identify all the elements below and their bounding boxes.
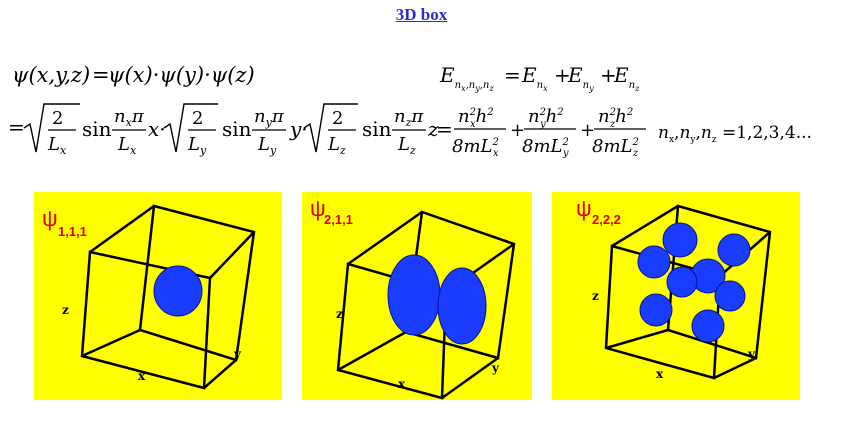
svg-text:Lx: Lx <box>117 134 137 157</box>
svg-text:Ly: Ly <box>187 134 207 157</box>
psi-z-var: z <box>428 118 439 141</box>
svg-text:y: y <box>747 347 756 361</box>
wavefunction-equation: ψ(x,y,z) = ψ(x)·ψ(y)·ψ(z) = 2 Lx sin nxπ… <box>8 63 426 157</box>
psi-product-line: ψ(x,y,z) <box>12 63 90 87</box>
svg-text:2,2,2: 2,2,2 <box>592 212 621 227</box>
svg-text:z: z <box>428 118 439 141</box>
svg-text:Eny: Eny <box>567 63 594 93</box>
svg-text:+: + <box>510 120 525 141</box>
svg-text:=: = <box>504 63 521 87</box>
svg-text:Enx: Enx <box>521 63 548 93</box>
svg-text:=: = <box>436 117 453 141</box>
psi-expansion-line: = 2 Lx sin nxπ Lx x· 2 Ly sin nyπ Ly y· … <box>8 103 426 157</box>
svg-text:Enx,ny,nz: Enx,ny,nz <box>439 63 494 93</box>
svg-text:ψ: ψ <box>310 196 326 221</box>
svg-text:nzπ: nzπ <box>394 106 424 129</box>
svg-text:ψ: ψ <box>576 196 592 221</box>
svg-text:sin: sin <box>82 117 112 141</box>
orbital-lobes <box>637 222 751 343</box>
svg-text:x: x <box>138 369 146 383</box>
svg-text:y: y <box>233 347 242 361</box>
svg-text:Lz: Lz <box>397 134 416 157</box>
svg-text:=: = <box>92 63 110 87</box>
svg-text:2: 2 <box>192 108 203 129</box>
panel-subscript: 1,1,1 <box>58 224 87 239</box>
svg-text:nxπ: nxπ <box>114 106 145 129</box>
orbital-lobe <box>153 265 203 317</box>
panel-psi-111: ψ 1,1,1 z x y <box>34 192 282 400</box>
svg-text:x·: x· <box>148 117 166 141</box>
svg-text:+: + <box>554 63 571 87</box>
page-title[interactable]: 3D box <box>395 5 448 24</box>
svg-text:z: z <box>336 307 343 321</box>
svg-text:Ly: Ly <box>257 134 277 157</box>
svg-text:+: + <box>600 63 617 87</box>
svg-text:z: z <box>592 289 599 303</box>
quantum-numbers: nx,ny,nz =1,2,3,4... <box>658 123 812 145</box>
svg-text:2: 2 <box>332 108 343 129</box>
svg-text:2,1,1: 2,1,1 <box>324 212 353 227</box>
svg-text:=: = <box>8 115 25 139</box>
svg-text:x: x <box>656 367 664 381</box>
svg-text:Lx: Lx <box>47 134 67 157</box>
svg-text:sin: sin <box>362 117 392 141</box>
svg-text:sin: sin <box>222 117 252 141</box>
svg-text:nyπ: nyπ <box>254 106 285 129</box>
svg-text:x: x <box>398 377 406 391</box>
svg-text:2: 2 <box>52 108 63 129</box>
svg-text:z: z <box>62 303 69 317</box>
svg-text:y: y <box>491 361 500 375</box>
svg-text:Lz: Lz <box>327 134 346 157</box>
svg-text:ψ(x)·ψ(y)·ψ(z): ψ(x)·ψ(y)·ψ(z) <box>108 63 255 87</box>
svg-text:Enz: Enz <box>613 63 640 93</box>
panel-psi-222: ψ 2,2,2 z x y <box>552 192 800 400</box>
svg-text:+: + <box>580 120 595 141</box>
energy-sum-line: Enx,ny,nz = Enx + Eny + Enz <box>439 63 640 93</box>
panel-label: ψ <box>42 206 58 231</box>
svg-text:y·: y· <box>289 117 308 141</box>
panel-psi-211: ψ 2,1,1 z x y <box>302 192 532 400</box>
